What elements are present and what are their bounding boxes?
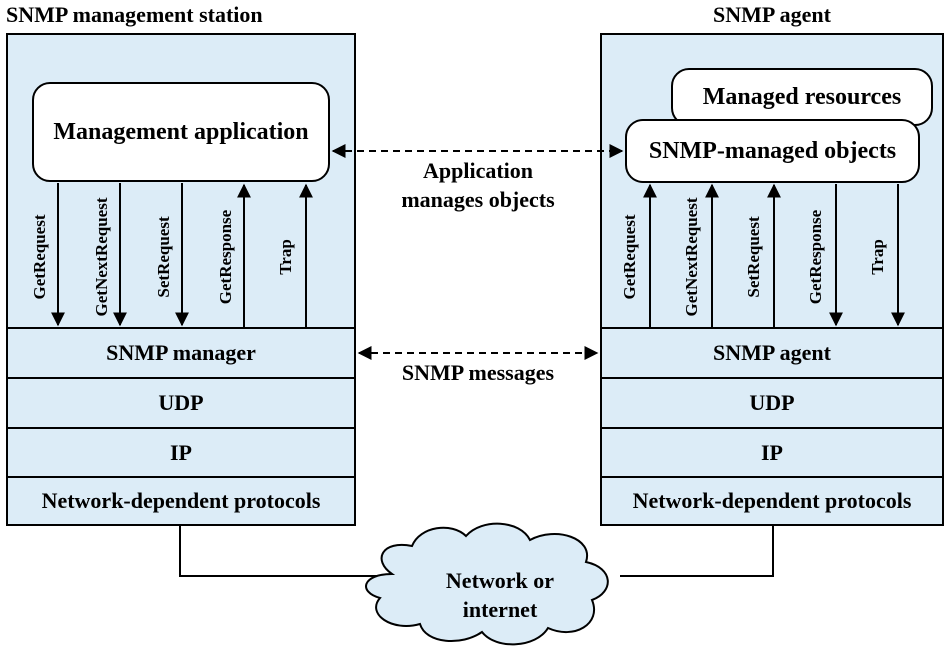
application-label-line-2: manages objects — [401, 187, 555, 212]
manager-ip-layer: IP — [6, 427, 356, 478]
managed-resources-box: Managed resources — [671, 68, 933, 126]
application-label-line-1: Application — [422, 158, 534, 183]
agent-network-layer: Network-dependent protocols — [600, 476, 944, 526]
agent-trap-label: Trap — [868, 239, 887, 275]
network-label-line-2: internet — [462, 597, 538, 622]
agent-getrequest-label: GetRequest — [620, 214, 639, 300]
agent-network-line — [620, 526, 774, 577]
manager-setrequest-label: SetRequest — [154, 216, 173, 298]
agent-station-title: SNMP agent — [713, 2, 831, 27]
snmp-agent-layer: SNMP agent — [600, 327, 944, 379]
agent-setrequest-label: SetRequest — [744, 216, 763, 298]
snmp-managed-objects-box: SNMP-managed objects — [625, 119, 920, 183]
manager-getresponse-label: GetResponse — [216, 209, 235, 305]
manager-trap-label: Trap — [276, 239, 295, 275]
application-link-label: Application manages objects — [370, 156, 586, 214]
manager-getrequest-label: GetRequest — [30, 214, 49, 300]
agent-getnextrequest-label: GetNextRequest — [682, 197, 701, 317]
manager-network-layer: Network-dependent protocols — [6, 476, 356, 526]
messages-link-label: SNMP messages — [401, 360, 555, 385]
network-cloud — [365, 522, 609, 646]
manager-station-title: SNMP management station — [6, 2, 263, 27]
management-application-box: Management application — [32, 82, 330, 182]
manager-getnextrequest-label: GetNextRequest — [92, 197, 111, 317]
network-cloud-label: Network or internet — [410, 566, 590, 624]
snmp-manager-layer: SNMP manager — [6, 327, 356, 379]
agent-getresponse-label: GetResponse — [806, 209, 825, 305]
manager-udp-layer: UDP — [6, 377, 356, 429]
manager-network-line — [179, 526, 378, 577]
network-label-line-1: Network or — [445, 568, 555, 593]
